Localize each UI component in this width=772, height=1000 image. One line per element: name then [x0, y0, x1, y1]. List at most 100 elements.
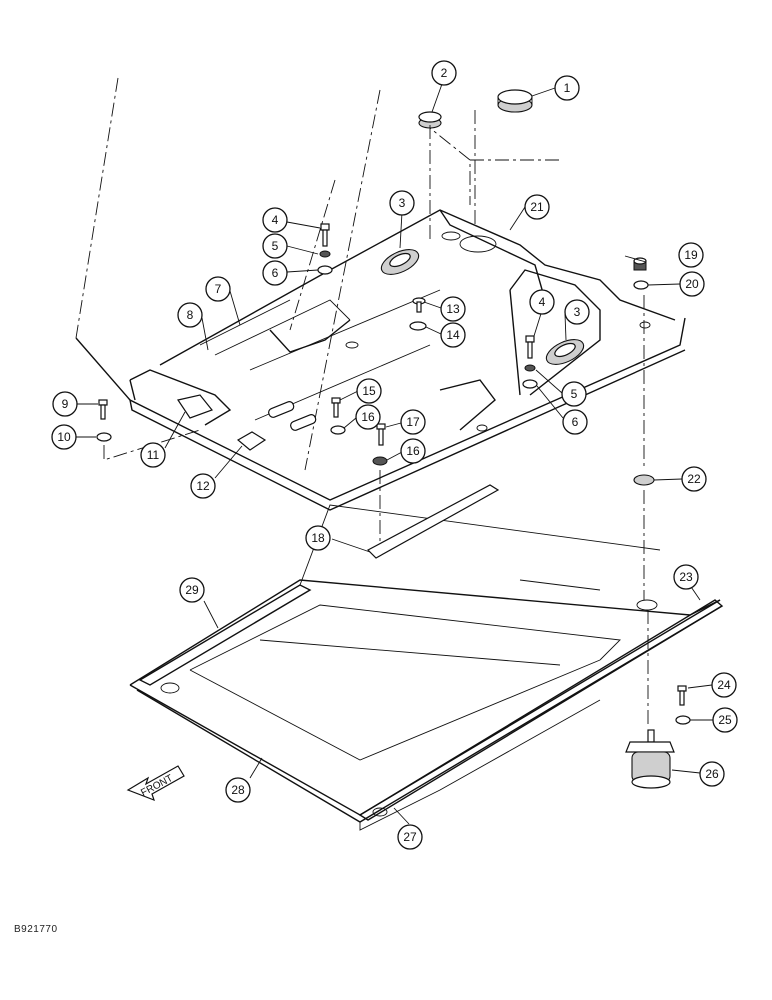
- callout-2[interactable]: 2: [431, 60, 457, 86]
- svg-text:4: 4: [539, 295, 546, 309]
- svg-text:4: 4: [272, 213, 279, 227]
- svg-text:11: 11: [147, 448, 160, 462]
- svg-text:20: 20: [685, 277, 699, 291]
- callout-4[interactable]: 4: [262, 207, 288, 233]
- callout-8[interactable]: 8: [177, 302, 203, 328]
- part-3-mount-left: [380, 249, 420, 275]
- callout-27[interactable]: 27: [397, 824, 423, 850]
- part-24-bolt: [677, 685, 687, 706]
- part-3-mount-right: [545, 339, 585, 365]
- part-11-bracket: [177, 394, 213, 419]
- callout-23[interactable]: 23: [673, 564, 699, 590]
- callout-15[interactable]: 15: [356, 378, 382, 404]
- svg-text:16: 16: [361, 410, 375, 424]
- part-26-isolator: [625, 729, 675, 789]
- callout-7[interactable]: 7: [205, 276, 231, 302]
- callout-3[interactable]: 3: [564, 299, 590, 325]
- front-arrow-icon: FRONT: [126, 765, 185, 802]
- callout-16[interactable]: 16: [400, 438, 426, 464]
- svg-text:17: 17: [406, 415, 420, 429]
- svg-text:10: 10: [57, 430, 71, 444]
- svg-text:16: 16: [406, 444, 420, 458]
- front-label: FRONT: [139, 773, 175, 799]
- svg-text:27: 27: [403, 830, 417, 844]
- svg-text:6: 6: [572, 415, 579, 429]
- callout-22[interactable]: 22: [681, 466, 707, 492]
- cab-phantom-outline: [75, 77, 560, 471]
- svg-text:13: 13: [446, 302, 460, 316]
- callout-20[interactable]: 20: [679, 271, 705, 297]
- callout-21[interactable]: 21: [524, 194, 550, 220]
- callout-16[interactable]: 16: [355, 404, 381, 430]
- svg-text:22: 22: [687, 472, 701, 486]
- part-20-washer: [633, 280, 649, 290]
- callout-24[interactable]: 24: [711, 672, 737, 698]
- callout-19[interactable]: 19: [678, 242, 704, 268]
- part-6-washer-right: [522, 379, 538, 389]
- svg-text:28: 28: [231, 783, 245, 797]
- part-4-bolt-left: [320, 223, 330, 247]
- upper-floor-plate: [75, 209, 686, 511]
- callout-10[interactable]: 10: [51, 424, 77, 450]
- svg-text:24: 24: [717, 678, 731, 692]
- callout-14[interactable]: 14: [440, 322, 466, 348]
- callout-3[interactable]: 3: [389, 190, 415, 216]
- svg-text:5: 5: [571, 387, 578, 401]
- svg-text:29: 29: [185, 583, 199, 597]
- part-16-washer-a: [330, 425, 346, 435]
- part-18-strip: [367, 484, 500, 559]
- svg-text:3: 3: [574, 305, 581, 319]
- callout-29[interactable]: 29: [179, 577, 205, 603]
- drawing-number: B921770: [14, 924, 58, 935]
- callout-25[interactable]: 25: [712, 707, 738, 733]
- part-19-nut: [633, 257, 647, 271]
- svg-text:23: 23: [679, 570, 693, 584]
- svg-text:7: 7: [215, 282, 222, 296]
- part-4-bolt-right: [525, 335, 535, 359]
- part-16-washer-b: [372, 456, 388, 466]
- svg-text:6: 6: [272, 266, 279, 280]
- part-13-screw: [412, 297, 426, 313]
- svg-text:8: 8: [187, 308, 194, 322]
- part-5-washer-right: [524, 364, 536, 372]
- callout-5[interactable]: 5: [561, 381, 587, 407]
- svg-text:5: 5: [272, 239, 279, 253]
- part-2-grommet: [418, 111, 442, 129]
- svg-text:21: 21: [530, 200, 544, 214]
- callout-18[interactable]: 18: [305, 525, 331, 551]
- part-14-nut: [409, 321, 427, 331]
- part-22-spacer: [633, 474, 655, 486]
- svg-text:12: 12: [196, 479, 210, 493]
- part-6-washer-left: [317, 265, 333, 275]
- svg-text:1: 1: [564, 81, 571, 95]
- callout-28[interactable]: 28: [225, 777, 251, 803]
- svg-text:15: 15: [362, 384, 376, 398]
- part-17-bolt: [376, 423, 386, 446]
- callout-26[interactable]: 26: [699, 761, 725, 787]
- callout-6[interactable]: 6: [562, 409, 588, 435]
- part-12-clip: [236, 431, 267, 451]
- callout-1[interactable]: 1: [554, 75, 580, 101]
- part-25-washer: [675, 715, 691, 725]
- part-1-grommet: [497, 89, 533, 113]
- svg-text:25: 25: [718, 713, 732, 727]
- callout-11[interactable]: 11: [140, 442, 166, 468]
- part-10-washer: [96, 432, 112, 442]
- callout-9[interactable]: 9: [52, 391, 78, 417]
- callout-5[interactable]: 5: [262, 233, 288, 259]
- callout-12[interactable]: 12: [190, 473, 216, 499]
- lower-frame: [129, 504, 724, 831]
- svg-text:18: 18: [311, 531, 325, 545]
- svg-text:9: 9: [62, 397, 69, 411]
- svg-text:19: 19: [684, 248, 698, 262]
- callout-17[interactable]: 17: [400, 409, 426, 435]
- part-5-washer-left: [319, 250, 331, 258]
- part-15-bolt: [331, 397, 341, 418]
- callout-13[interactable]: 13: [440, 296, 466, 322]
- callouts: 1 2 3 3 4 4 5 5 6 6 7 8 9 10 11 12 13 14…: [51, 60, 738, 850]
- part-9-bolt: [98, 399, 108, 420]
- leader-lines: [76, 83, 713, 825]
- callout-4[interactable]: 4: [529, 289, 555, 315]
- callout-6[interactable]: 6: [262, 260, 288, 286]
